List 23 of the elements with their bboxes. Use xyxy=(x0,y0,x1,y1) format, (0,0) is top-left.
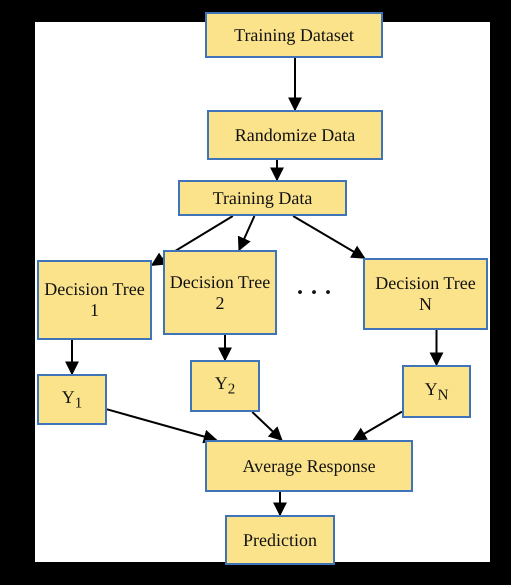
process-box: Average Response xyxy=(205,440,413,492)
process-box: Decision Tree 1 xyxy=(37,260,152,340)
process-box: Decision Tree 2 xyxy=(163,250,277,335)
process-box: Decision Tree N xyxy=(363,258,488,330)
arrow xyxy=(288,58,302,112)
arrow xyxy=(106,408,218,444)
arrow xyxy=(273,492,287,516)
arrow xyxy=(218,335,232,362)
process-box: Y$_{2}$ xyxy=(190,360,260,412)
arrow xyxy=(65,340,79,376)
arrow xyxy=(430,330,444,366)
process-box: Training Dataset xyxy=(205,12,383,58)
process-box: Training Data xyxy=(178,180,347,216)
process-box: Randomize Data xyxy=(207,110,383,160)
ellipsis-label: · · · xyxy=(296,280,332,307)
arrow xyxy=(238,216,256,252)
arrow xyxy=(252,411,283,441)
process-box: Y$_{N}$ xyxy=(402,365,471,418)
arrow xyxy=(292,215,366,259)
process-box: Prediction xyxy=(225,515,335,565)
arrow xyxy=(352,410,402,441)
arrow xyxy=(270,160,284,182)
process-box: Y$_{1}$ xyxy=(37,374,107,425)
